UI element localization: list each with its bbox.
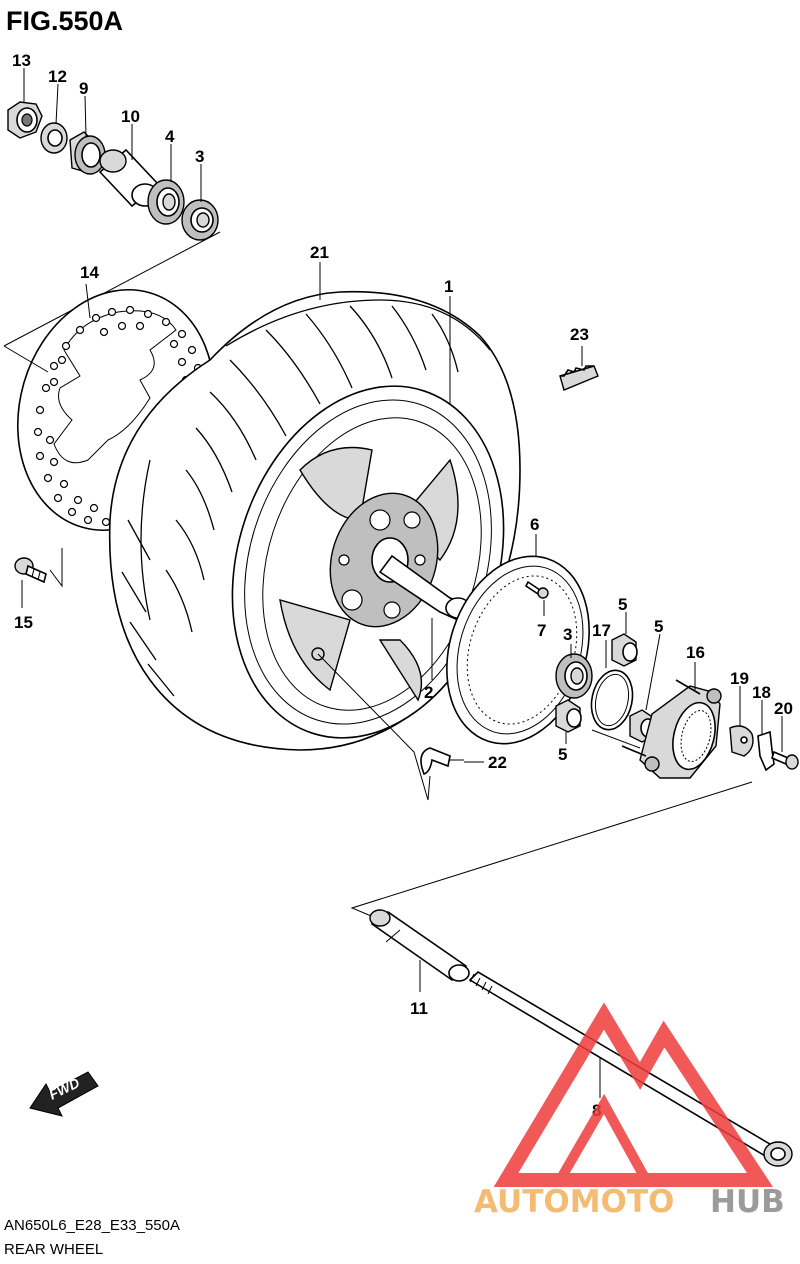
callout-4[interactable]: 4 [165,127,175,146]
callout-9[interactable]: 9 [79,79,88,98]
part-23-balancer-weight[interactable] [559,365,599,391]
callout-23[interactable]: 23 [570,325,589,344]
part-11-axle-spacer[interactable] [369,909,470,982]
top-parts-group: 13 12 9 10 4 3 [3,51,221,347]
figure-caption: REAR WHEEL [4,1241,103,1258]
watermark-logo-icon [493,1002,773,1187]
callout-6[interactable]: 6 [530,515,539,534]
callout-20[interactable]: 20 [774,699,793,718]
part-3-bearing-right[interactable] [555,653,593,699]
figure-title: FIG.550A [6,6,123,36]
callout-3-right[interactable]: 3 [563,625,572,644]
part-12-washer[interactable] [40,122,68,154]
part-4-bearing[interactable] [147,179,185,225]
part-20-bolt[interactable] [771,750,799,770]
watermark-text-2: HUB [710,1184,785,1220]
part-5-cushion-upper[interactable] [611,633,638,667]
callout-11[interactable]: 11 [410,999,428,1018]
part-7-rotor-screw[interactable] [524,580,549,599]
part-15-disc-bolt[interactable] [14,557,47,584]
axle-threads [469,973,493,995]
callout-15[interactable]: 15 [14,613,33,632]
part-5-cushion-lower[interactable] [555,699,582,733]
callout-18[interactable]: 18 [752,683,771,702]
callout-5-lower[interactable]: 5 [558,745,567,764]
part-8-axle[interactable] [468,970,793,1167]
part-19-plate[interactable] [729,725,754,757]
callout-17[interactable]: 17 [592,621,611,640]
callout-14[interactable]: 14 [80,263,99,282]
fwd-arrow-icon: FWD [29,1071,99,1117]
watermark: AUTOMOTO HUB [474,1002,785,1220]
hub-holes [338,509,426,619]
part-13-nut[interactable] [7,101,43,139]
callout-3-top[interactable]: 3 [195,147,204,166]
callout-16[interactable]: 16 [686,643,705,662]
callout-22[interactable]: 22 [488,753,507,772]
callout-7[interactable]: 7 [537,621,546,640]
part-16-sprocket-drum[interactable] [621,679,722,779]
callout-2[interactable]: 2 [424,683,433,702]
callout-19[interactable]: 19 [730,669,749,688]
part-3-bearing-top[interactable] [181,199,219,241]
part-9-oil-seal[interactable] [69,131,106,175]
part-18-clamp[interactable] [757,730,775,772]
callout-5-upper[interactable]: 5 [618,595,627,614]
callout-12[interactable]: 12 [48,67,67,86]
watermark-text-1: AUTOMOTO [474,1184,674,1220]
part-17-o-ring[interactable] [586,666,638,733]
callout-21[interactable]: 21 [310,243,329,262]
disc-holes [33,305,205,527]
callout-10[interactable]: 10 [121,107,140,126]
callout-5-right[interactable]: 5 [654,617,663,636]
figure-code: AN650L6_E28_E33_550A [4,1217,180,1234]
callout-13[interactable]: 13 [12,51,31,70]
callout-1[interactable]: 1 [444,277,453,296]
